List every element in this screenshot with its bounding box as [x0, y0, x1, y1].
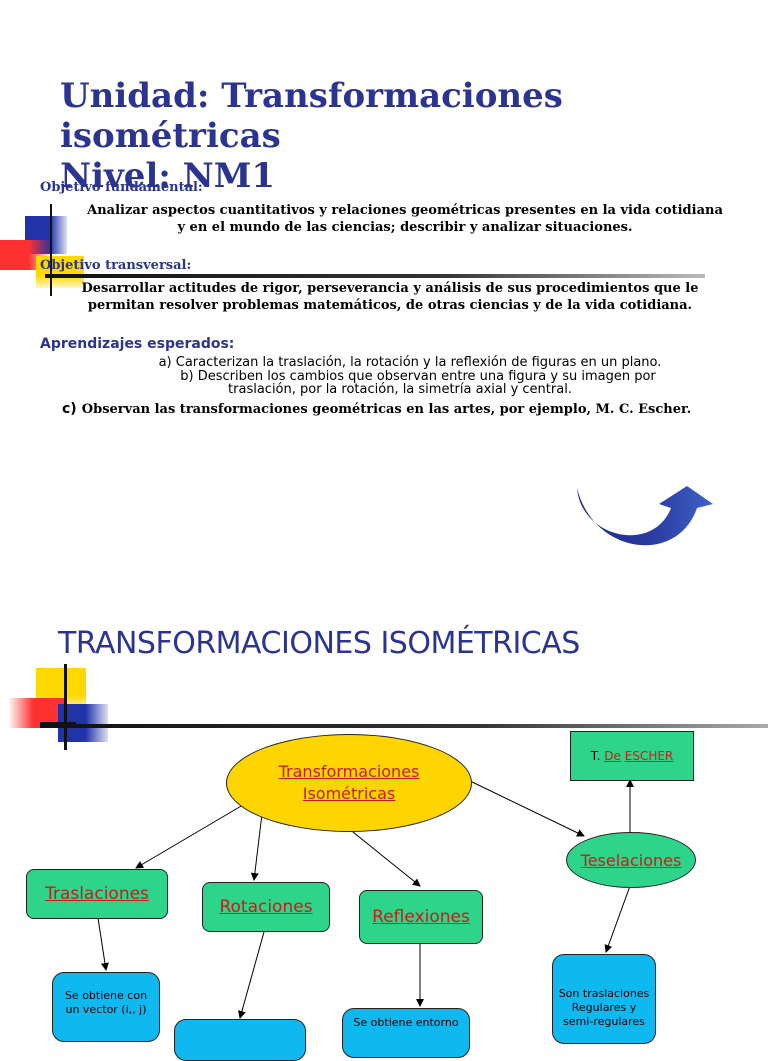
node-reflexiones[interactable]: Reflexiones	[359, 890, 483, 944]
objetivo-transversal-text: Desarrollar actitudes de rigor, persever…	[40, 280, 740, 314]
tras-desc-line1: Se obtiene con	[64, 989, 148, 1002]
desc-traslaciones: Se obtiene con un vector (i,, j)	[52, 972, 160, 1042]
node-traslaciones[interactable]: Traslaciones	[26, 869, 168, 919]
rotaciones-label: Rotaciones	[219, 897, 313, 917]
decorative-squares-top	[0, 200, 110, 300]
apr-c-letter: c)	[62, 401, 77, 417]
refl-desc-line1: Se obtiene entorno	[353, 1016, 459, 1029]
aprendizaje-c: c) Observan las transformaciones geométr…	[62, 398, 691, 417]
node-transformaciones-isometricas[interactable]: Transformaciones Isométricas	[226, 734, 472, 832]
escher-name-link[interactable]: ESCHER	[624, 749, 674, 763]
desc-rotaciones	[174, 1019, 306, 1061]
aprendizaje-a: a) Caracterizan la traslación, la rotaci…	[158, 355, 662, 370]
divider-line-top	[45, 274, 705, 278]
node-teselaciones[interactable]: Teselaciones	[566, 832, 696, 888]
title-level: Nivel: NM1	[60, 156, 276, 196]
aprendizajes-label: Aprendizajes esperados:	[40, 336, 235, 352]
objetivo-transversal-label: Objetivo transversal:	[40, 258, 192, 273]
objetivo-fundamental-label: Objetivo fundamental:	[40, 180, 203, 195]
desc-teselaciones: Son traslaciones Regulares y semi-regula…	[552, 954, 656, 1044]
escher-prefix: T.	[590, 749, 601, 763]
obj-fund-line1: Analizar aspectos cuantitativos y relaci…	[87, 203, 723, 218]
root-label-line1: Transformaciones	[278, 762, 420, 781]
decorative-squares-bottom	[0, 660, 120, 760]
divider-line-bottom	[40, 724, 768, 728]
tesel-desc-line2: Regulares y	[571, 1001, 637, 1014]
escher-de-link[interactable]: De	[604, 749, 621, 763]
return-arrow-icon[interactable]	[575, 478, 720, 548]
obj-trans-line2: permitan resolver problemas matemáticos,…	[87, 298, 693, 313]
aprendizaje-b2: traslación, por la rotación, la simetría…	[228, 382, 572, 397]
teselaciones-label: Teselaciones	[580, 850, 682, 870]
aprendizaje-b1: b) Describen los cambios que observan en…	[180, 369, 656, 384]
traslaciones-label: Traslaciones	[45, 884, 149, 904]
apr-c-text: Observan las transformaciones geométrica…	[81, 402, 692, 417]
reflexiones-label: Reflexiones	[372, 907, 470, 927]
tesel-desc-line1: Son traslaciones	[558, 987, 650, 1000]
root-label-line2: Isométricas	[302, 784, 396, 803]
slide1-title: Unidad: Transformaciones isométricas Niv…	[60, 76, 768, 196]
node-rotaciones[interactable]: Rotaciones	[202, 882, 330, 932]
objetivo-fundamental-text: Analizar aspectos cuantitativos y relaci…	[60, 202, 750, 236]
slide2-title: TRANSFORMACIONES ISOMÉTRICAS	[58, 626, 580, 661]
obj-trans-line1: Desarrollar actitudes de rigor, persever…	[81, 281, 699, 296]
obj-fund-line2: y en el mundo de las ciencias; describir…	[177, 220, 633, 235]
tesel-desc-line3: semi-regulares	[563, 1015, 645, 1028]
desc-reflexiones: Se obtiene entorno	[342, 1008, 470, 1058]
tras-desc-line2: un vector (i,, j)	[65, 1003, 147, 1016]
concept-map-connectors	[97, 779, 634, 1019]
title-unit: Unidad: Transformaciones isométricas	[60, 76, 563, 156]
node-escher[interactable]: T. De ESCHER	[570, 731, 694, 781]
